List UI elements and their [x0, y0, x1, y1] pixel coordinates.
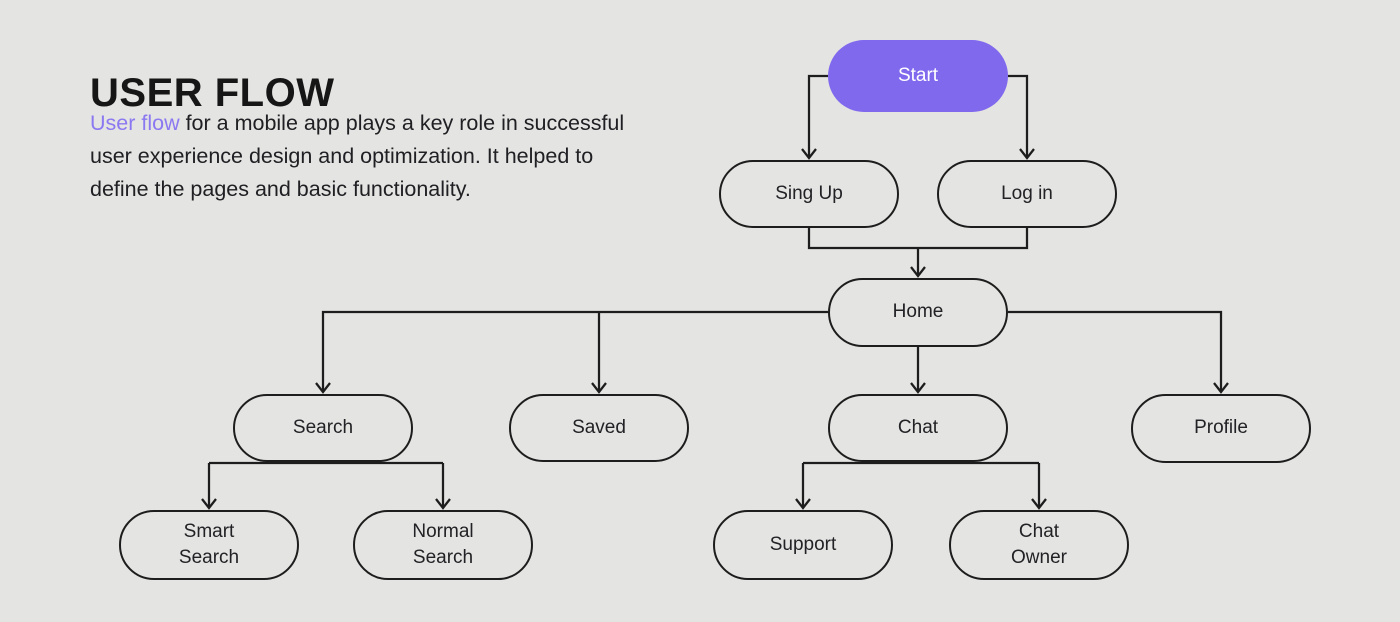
arrowhead-icon [1213, 382, 1229, 394]
arrowhead-icon [591, 382, 607, 394]
description-text: for a mobile app plays a key role in suc… [90, 111, 625, 201]
node-support: Support [713, 510, 893, 580]
node-start: Start [828, 40, 1008, 112]
arrowhead-icon [795, 498, 811, 510]
node-chat: Chat [828, 394, 1008, 462]
arrowhead-icon [315, 382, 331, 394]
node-start-label: Start [897, 64, 939, 86]
node-smart-search-label: Smart Search [178, 520, 240, 568]
edge-start-signup [807, 74, 828, 158]
edge-signup-login-merge [807, 228, 1029, 250]
arrowhead-icon [801, 148, 817, 160]
node-search: Search [233, 394, 413, 462]
page-description: User flow for a mobile app plays a key r… [90, 107, 720, 206]
node-profile-label: Profile [1194, 417, 1248, 439]
node-saved: Saved [509, 394, 689, 462]
node-home: Home [828, 278, 1008, 347]
arrowhead-icon [201, 498, 217, 510]
node-search-label: Search [292, 416, 354, 438]
node-smart-search: Smart Search [119, 510, 299, 580]
edge-home-search [321, 310, 828, 392]
node-chat-owner: Chat Owner [949, 510, 1129, 580]
node-chat-owner-label: Chat Owner [1011, 520, 1067, 568]
node-support-label: Support [769, 533, 837, 555]
node-chat-label: Chat [897, 416, 939, 438]
node-log-in: Log in [937, 160, 1117, 228]
node-saved-label: Saved [572, 416, 626, 438]
node-normal-search-label: Normal Search [412, 520, 474, 568]
node-profile: Profile [1131, 394, 1311, 463]
arrowhead-icon [435, 498, 451, 510]
edge-home-profile [1008, 310, 1223, 392]
arrowhead-icon [910, 266, 926, 278]
arrowhead-icon [910, 382, 926, 394]
description-highlight: User flow [90, 111, 180, 135]
node-sign-up-label: Sing Up [775, 182, 843, 204]
edge-start-login [1008, 74, 1029, 158]
arrowhead-icon [1019, 148, 1035, 160]
node-log-in-label: Log in [1001, 182, 1053, 204]
node-home-label: Home [892, 301, 944, 323]
arrowhead-icon [1031, 498, 1047, 510]
node-sign-up: Sing Up [719, 160, 899, 228]
node-normal-search: Normal Search [353, 510, 533, 580]
page-title: USER FLOW [90, 70, 335, 115]
